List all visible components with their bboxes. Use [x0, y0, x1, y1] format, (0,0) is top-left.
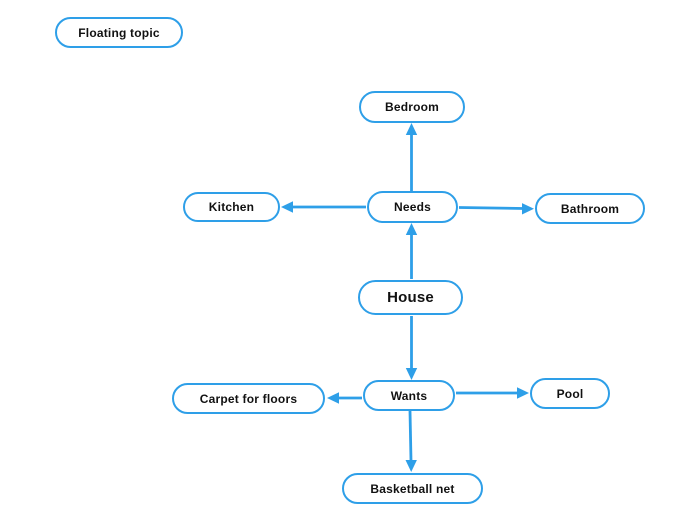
- connector-wants-basketball: [405, 410, 417, 472]
- connector-needs-bedroom: [405, 123, 418, 191]
- node-pool[interactable]: Pool: [530, 378, 610, 409]
- node-basketball-net[interactable]: Basketball net: [342, 473, 483, 504]
- node-needs[interactable]: Needs: [367, 191, 458, 223]
- node-house[interactable]: House: [358, 280, 463, 315]
- node-bedroom[interactable]: Bedroom: [359, 91, 465, 123]
- node-needs-label: Needs: [393, 200, 432, 214]
- connector-wants-pool: [456, 387, 529, 399]
- node-bedroom-label: Bedroom: [384, 100, 440, 114]
- connector-house-wants: [405, 316, 418, 380]
- node-bathroom-label: Bathroom: [560, 201, 620, 216]
- node-basketball-net-label: Basketball net: [370, 481, 455, 496]
- node-pool-label: Pool: [556, 386, 584, 401]
- connector-wants-carpet: [327, 392, 362, 404]
- node-wants[interactable]: Wants: [363, 380, 455, 411]
- node-house-label: House: [387, 289, 434, 306]
- node-kitchen-label: Kitchen: [208, 200, 255, 214]
- connector-needs-kitchen: [281, 201, 366, 213]
- node-bathroom[interactable]: Bathroom: [535, 193, 645, 224]
- node-floating-topic-label: Floating topic: [78, 25, 160, 40]
- node-carpet-for-floors-label: Carpet for floors: [199, 391, 298, 406]
- node-floating-topic[interactable]: Floating topic: [55, 17, 183, 48]
- node-wants-label: Wants: [390, 388, 428, 403]
- connector-house-needs: [405, 223, 418, 279]
- node-kitchen[interactable]: Kitchen: [183, 192, 280, 222]
- node-carpet-for-floors[interactable]: Carpet for floors: [172, 383, 325, 414]
- connector-needs-bathroom: [458, 203, 534, 215]
